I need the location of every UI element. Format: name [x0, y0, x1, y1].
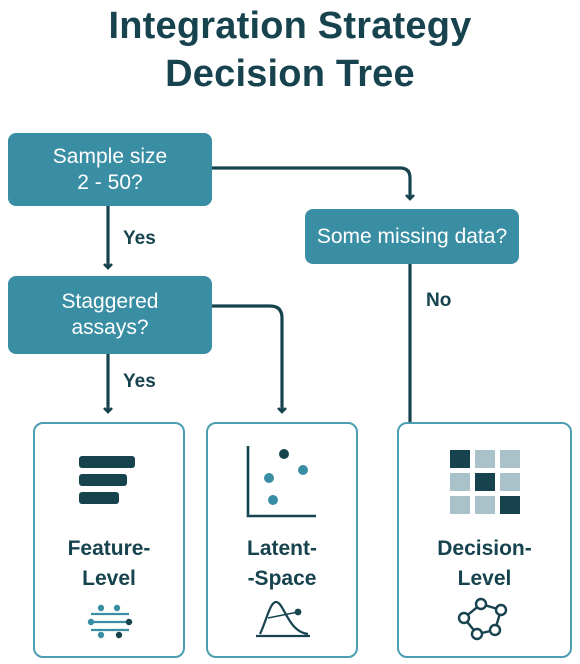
grid-matrix-icon [450, 450, 520, 514]
curve-plot-icon [256, 600, 310, 638]
scatter-plot-icon [246, 446, 316, 518]
edge-label-no: No [426, 290, 452, 311]
outcome-latent-label: Latent- -Space [208, 534, 356, 594]
diagram-title: Integration Strategy Decision Tree [0, 2, 580, 98]
outcome-decision-line-1: Decision- [437, 537, 532, 560]
decision-sample-size: Sample size 2 - 50? [8, 133, 212, 206]
outcome-decision-line-2: Level [457, 567, 512, 590]
edge-label-yes-1: Yes [123, 228, 156, 249]
network-lines-icon [87, 604, 133, 639]
graph-nodes-icon [457, 597, 508, 641]
outcome-latent-line-1: Latent- [247, 537, 317, 560]
edge-staggered-to-latent [212, 304, 287, 414]
outcome-card-feature-level: Feature- Level [33, 422, 185, 658]
decision-missing-data: Some missing data? [305, 209, 519, 264]
edge-label-yes-2: Yes [123, 371, 156, 392]
outcome-decision-label: Decision- Level [399, 534, 570, 594]
bars-icon [79, 456, 135, 504]
outcome-feature-label: Feature- Level [35, 534, 183, 594]
outcome-latent-line-2: -Space [247, 567, 317, 590]
decision-missing-data-label: Some missing data? [316, 224, 508, 248]
title-line-1: Integration Strategy [108, 5, 472, 47]
outcome-card-decision-level: Decision- Level [397, 422, 572, 658]
outcome-feature-line-1: Feature- [67, 537, 151, 560]
edge-sample-to-missing [212, 166, 415, 201]
decision-staggered-line-1: Staggered [61, 290, 159, 313]
decision-sample-size-line-2: 2 - 50? [77, 170, 143, 194]
title-line-2: Decision Tree [165, 53, 415, 95]
decision-sample-size-line-1: Sample size [52, 144, 168, 168]
decision-staggered-assays: Staggered assays? [8, 276, 212, 354]
outcome-card-latent-space: Latent- -Space [206, 422, 358, 658]
outcome-feature-line-2: Level [82, 567, 136, 590]
decision-staggered-line-2: assays? [71, 316, 149, 339]
